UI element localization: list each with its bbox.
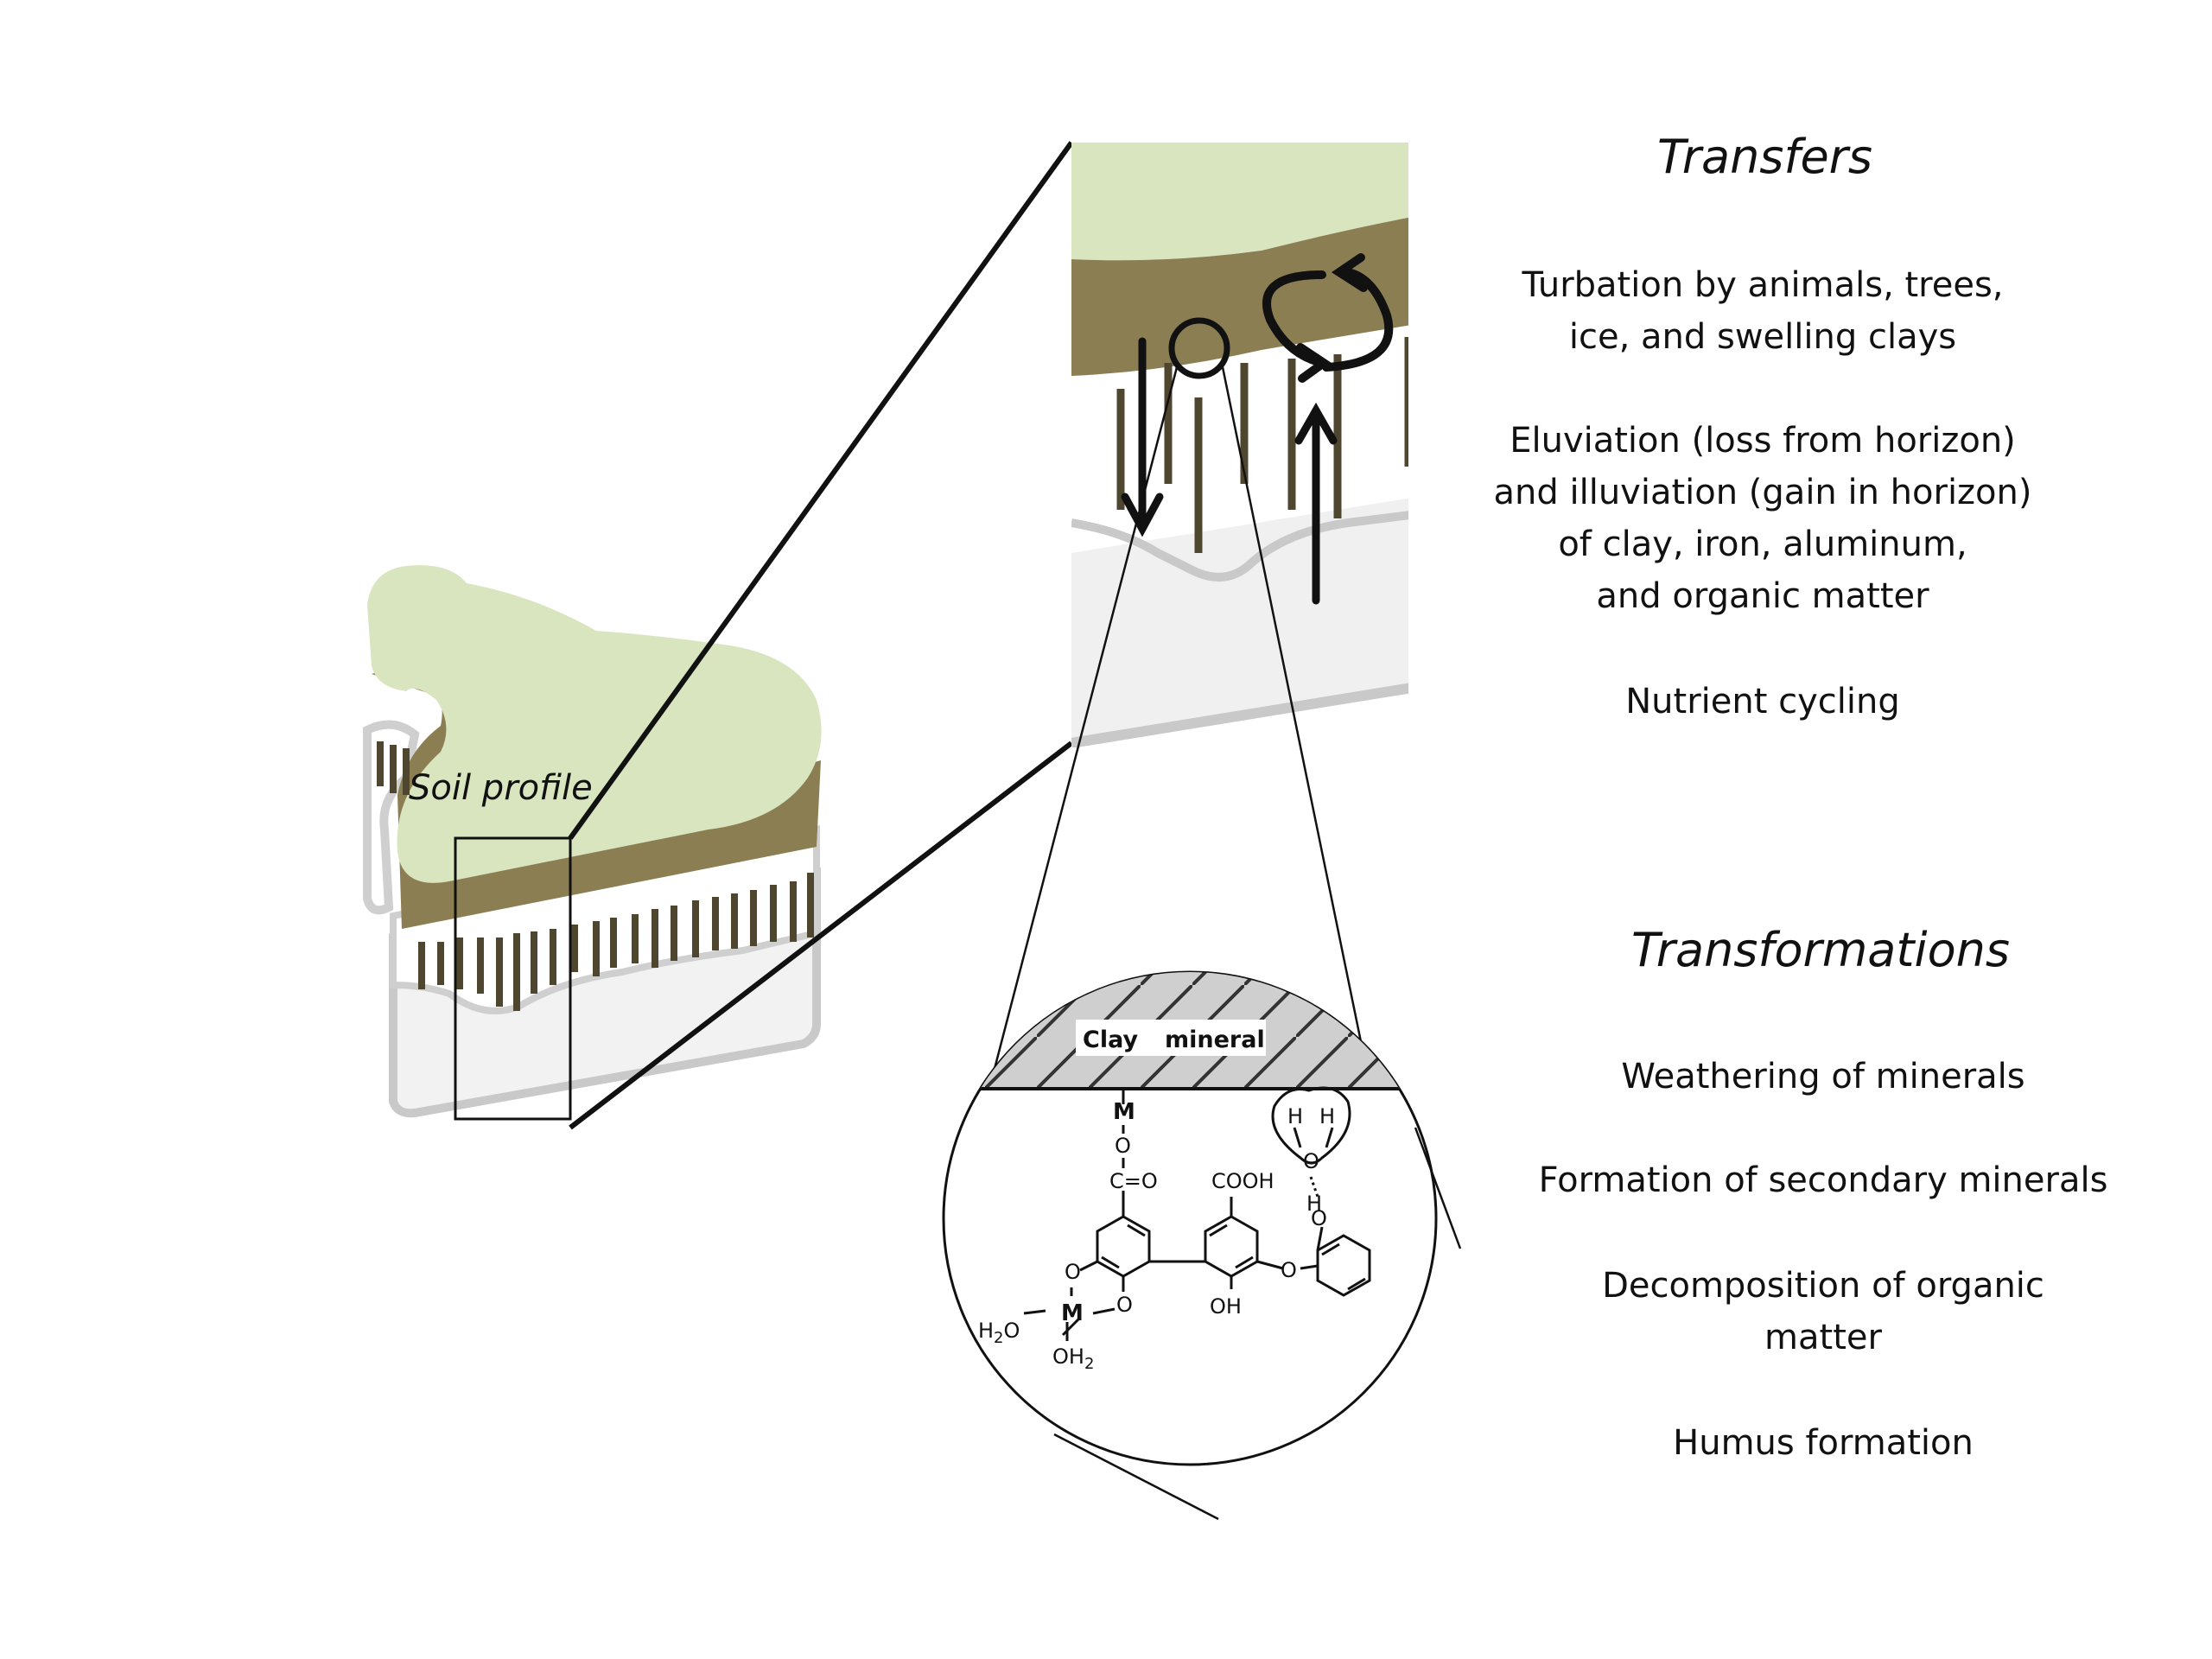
inset-frame-lines — [1053, 1127, 1462, 1521]
zoom-selection-box — [454, 836, 572, 1121]
phenol-oxygen: O — [1311, 1206, 1327, 1230]
transformations-item-weathering: Weathering of minerals — [1621, 1057, 2025, 1096]
chelate-oxygen-2: O — [1116, 1293, 1133, 1317]
cycling-arrows-icon — [1262, 253, 1394, 383]
clay-label-2: mineral — [1165, 1027, 1265, 1053]
oxygen-1: O — [1115, 1134, 1131, 1158]
carboxyl-group: COOH — [1211, 1169, 1274, 1193]
ether-oxygen: O — [1281, 1258, 1297, 1282]
bonded-hydrogen: H — [1306, 1192, 1322, 1216]
transformations-title: Transformations — [1631, 923, 2010, 977]
zoomed-soil-panel — [1071, 143, 1408, 747]
transfers-item-turbation: Turbation by animals, trees, ice, and sw… — [1522, 265, 2004, 357]
transformations-item-secondary-minerals: Formation of secondary minerals — [1538, 1160, 2108, 1200]
water-h-1: H — [1287, 1104, 1303, 1128]
zoom-connector-lines — [568, 141, 1074, 1130]
carbonyl-group: C=O — [1109, 1169, 1158, 1193]
clay-label-1: Clay — [1083, 1027, 1138, 1053]
humus-clay-molecule-inset: Clay mineral — [942, 970, 1438, 1466]
transfers-item-nutrient-cycling: Nutrient cycling — [1625, 682, 1900, 721]
water-o: O — [1303, 1149, 1319, 1173]
soil-pore-circle — [1168, 317, 1230, 379]
transformations-item-humus: Humus formation — [1673, 1423, 1974, 1463]
water-h-2: H — [1319, 1104, 1335, 1128]
metal-atom-top: M — [1113, 1099, 1135, 1125]
magnify-connector-lines — [988, 366, 1367, 1090]
hydroxyl-group: OH — [1210, 1294, 1242, 1319]
soil-profile-block: Soil profile — [363, 565, 822, 1121]
transfers-item-eluviation: Eluviation (loss from horizon) and illuv… — [1493, 421, 2032, 616]
metal-atom-bottom: M — [1061, 1300, 1084, 1326]
transfers-title: Transfers — [1657, 130, 1873, 184]
water-ligand-bottom: OH2 — [1052, 1344, 1094, 1373]
chelate-oxygen-1: O — [1065, 1260, 1081, 1284]
soil-profile-label: Soil profile — [409, 768, 593, 808]
water-ligand-left: H2O — [978, 1319, 1020, 1347]
transformations-item-decomposition: Decomposition of organic matter — [1602, 1266, 2044, 1357]
illuviation-up-arrow — [1294, 402, 1338, 605]
root-streaks — [377, 741, 814, 1011]
